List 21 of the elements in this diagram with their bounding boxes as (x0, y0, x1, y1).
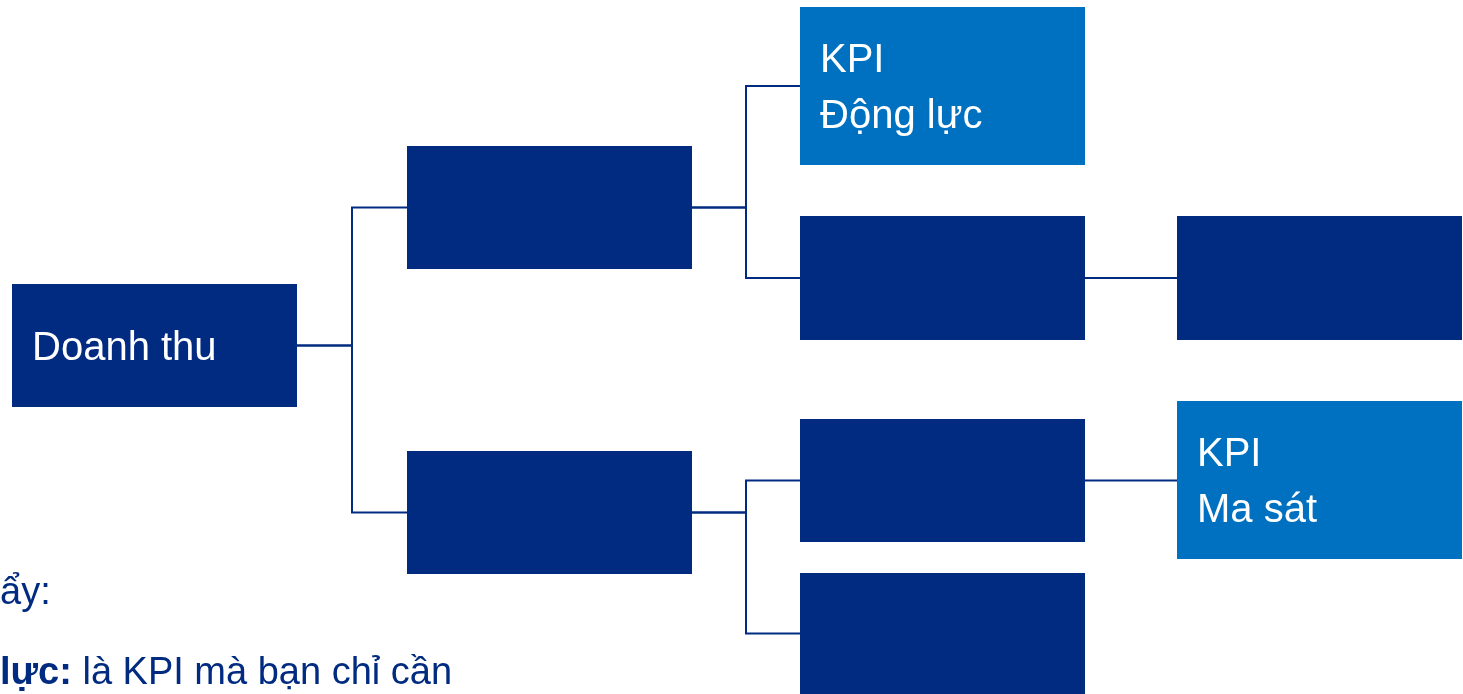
connector-line (691, 206, 801, 279)
empty-box (800, 573, 1085, 694)
box-text: Doanh thu (32, 322, 218, 370)
empty-box (407, 146, 692, 269)
connector-line (1084, 479, 1178, 482)
connector-line (296, 344, 408, 514)
empty-box (800, 419, 1085, 542)
connector-line (1084, 277, 1178, 279)
box-text: KPI (820, 35, 886, 82)
note-text: lực: là KPI mà bạn chỉ cần (0, 652, 453, 690)
connector-line (691, 511, 801, 635)
box-text: KPI (1197, 429, 1263, 476)
empty-box (407, 451, 692, 574)
kpi-box (800, 7, 1085, 165)
note-text: ẩy: (0, 572, 51, 610)
box-text: Ma sát (1197, 485, 1319, 532)
empty-box (800, 216, 1085, 340)
box-text: Động lực (820, 91, 984, 138)
kpi-box (12, 284, 297, 407)
kpi-box (1177, 401, 1462, 559)
empty-box (1177, 216, 1462, 340)
